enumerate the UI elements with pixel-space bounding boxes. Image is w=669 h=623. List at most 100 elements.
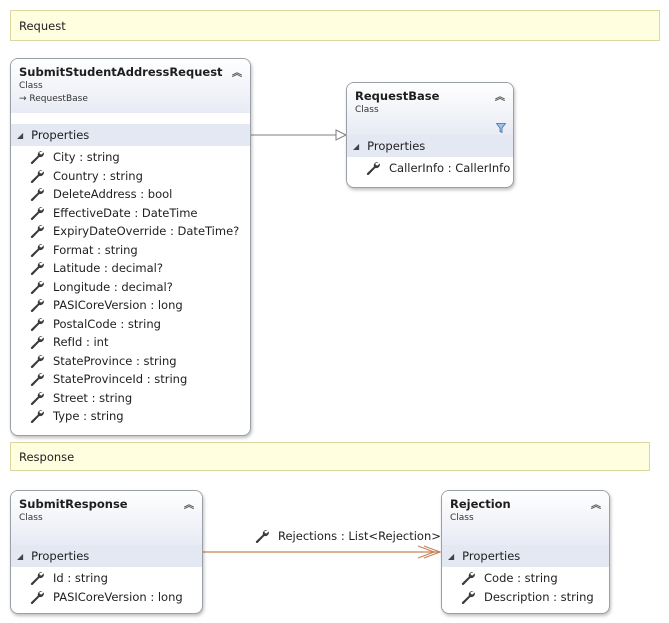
property-member[interactable]: Description : string bbox=[442, 588, 609, 607]
property-member[interactable]: ExpiryDateOverride : DateTime? bbox=[11, 222, 250, 241]
response-section-label: Response bbox=[19, 449, 75, 464]
compartment-label: Properties bbox=[462, 549, 521, 563]
property-member[interactable]: Longitude : decimal? bbox=[11, 278, 250, 297]
property-text: StateProvinceId : string bbox=[53, 372, 188, 387]
response-section-header: Response bbox=[10, 442, 650, 471]
wrench-icon bbox=[30, 225, 44, 239]
wrench-icon bbox=[30, 336, 44, 350]
wrench-icon bbox=[30, 299, 44, 313]
properties-compartment-header[interactable]: ◢ Properties bbox=[442, 545, 609, 567]
property-member[interactable]: PASICoreVersion : long bbox=[11, 588, 202, 607]
property-member[interactable]: Latitude : decimal? bbox=[11, 259, 250, 278]
properties-compartment-header[interactable]: ◢ Properties bbox=[11, 545, 202, 567]
filter-icon[interactable] bbox=[496, 123, 506, 133]
association-arrowhead bbox=[423, 545, 442, 559]
request-section-label: Request bbox=[19, 18, 66, 33]
compartment-label: Properties bbox=[31, 128, 90, 142]
triangle-down-icon[interactable]: ◢ bbox=[17, 130, 24, 140]
wrench-icon bbox=[30, 391, 44, 405]
properties-compartment-header[interactable]: ◢ Properties bbox=[347, 135, 513, 157]
double-chevron-up-icon[interactable]: ︽ bbox=[591, 500, 601, 511]
property-text: CallerInfo : CallerInfo bbox=[389, 161, 511, 176]
double-chevron-up-icon[interactable]: ︽ bbox=[495, 92, 505, 103]
class-header: RequestBase Class ︽ bbox=[347, 83, 513, 135]
triangle-down-icon[interactable]: ◢ bbox=[17, 551, 24, 561]
class-rejection[interactable]: Rejection Class ︽ ◢ Properties Code : st… bbox=[441, 490, 610, 614]
wrench-icon bbox=[30, 206, 44, 220]
wrench-icon bbox=[30, 151, 44, 165]
property-text: Latitude : decimal? bbox=[53, 261, 163, 276]
property-member[interactable]: Format : string bbox=[11, 241, 250, 260]
property-member[interactable]: Country : string bbox=[11, 167, 250, 186]
property-member[interactable]: PostalCode : string bbox=[11, 315, 250, 334]
property-member[interactable]: Type : string bbox=[11, 407, 250, 426]
class-submit-response[interactable]: SubmitResponse Class ︽ ◢ Properties Id :… bbox=[10, 490, 203, 614]
class-submit-student-address-request[interactable]: SubmitStudentAddressRequest Class → Requ… bbox=[10, 58, 251, 436]
wrench-icon bbox=[30, 572, 44, 586]
class-kind: Class bbox=[355, 105, 379, 115]
property-member[interactable]: StateProvince : string bbox=[11, 352, 250, 371]
property-text: PostalCode : string bbox=[53, 316, 161, 331]
class-header: SubmitResponse Class ︽ bbox=[11, 491, 202, 545]
property-member[interactable]: Street : string bbox=[11, 389, 250, 408]
property-member[interactable]: StateProvinceId : string bbox=[11, 370, 250, 389]
wrench-icon bbox=[30, 243, 44, 257]
property-text: RefId : int bbox=[53, 335, 109, 350]
property-text: PASICoreVersion : long bbox=[53, 298, 183, 313]
property-member[interactable]: City : string bbox=[11, 148, 250, 167]
class-request-base[interactable]: RequestBase Class ︽ ◢ Properties CallerI… bbox=[346, 82, 514, 188]
triangle-down-icon[interactable]: ◢ bbox=[448, 551, 455, 561]
wrench-icon bbox=[30, 410, 44, 424]
property-text: Code : string bbox=[484, 571, 558, 586]
wrench-icon bbox=[461, 590, 475, 604]
property-member[interactable]: RefId : int bbox=[11, 333, 250, 352]
properties-compartment-header[interactable]: ◢ Properties bbox=[11, 124, 250, 146]
property-text: PASICoreVersion : long bbox=[53, 589, 183, 604]
class-kind: Class bbox=[450, 513, 474, 523]
inheritance-arrowhead bbox=[335, 129, 348, 141]
property-text: Type : string bbox=[53, 409, 124, 424]
triangle-down-icon[interactable]: ◢ bbox=[353, 141, 360, 151]
double-chevron-up-icon[interactable]: ︽ bbox=[232, 68, 242, 79]
property-member[interactable]: PASICoreVersion : long bbox=[11, 296, 250, 315]
property-text: StateProvince : string bbox=[53, 353, 177, 368]
class-kind: Class bbox=[19, 513, 43, 523]
wrench-icon bbox=[30, 354, 44, 368]
wrench-icon bbox=[30, 317, 44, 331]
property-text: Description : string bbox=[484, 589, 594, 604]
wrench-icon bbox=[255, 530, 269, 543]
request-section-header: Request bbox=[10, 10, 660, 41]
property-text: DeleteAddress : bool bbox=[53, 187, 173, 202]
double-chevron-up-icon[interactable]: ︽ bbox=[184, 500, 194, 511]
compartment-label: Properties bbox=[31, 549, 90, 563]
property-text: Longitude : decimal? bbox=[53, 279, 173, 294]
property-member[interactable]: Code : string bbox=[442, 569, 609, 588]
property-text: City : string bbox=[53, 150, 120, 165]
property-text: Format : string bbox=[53, 242, 138, 257]
property-member[interactable]: CallerInfo : CallerInfo bbox=[347, 159, 513, 178]
wrench-icon bbox=[461, 572, 475, 586]
class-name: SubmitStudentAddressRequest bbox=[19, 65, 223, 79]
property-member[interactable]: Id : string bbox=[11, 569, 202, 588]
class-name: RequestBase bbox=[355, 89, 440, 103]
wrench-icon bbox=[30, 373, 44, 387]
wrench-icon bbox=[30, 262, 44, 276]
wrench-icon bbox=[30, 188, 44, 202]
property-text: Street : string bbox=[53, 390, 133, 405]
wrench-icon bbox=[30, 169, 44, 183]
association-label-rejections[interactable]: Rejections : List<Rejection> bbox=[254, 529, 441, 543]
property-member[interactable]: DeleteAddress : bool bbox=[11, 185, 250, 204]
wrench-icon bbox=[30, 280, 44, 294]
class-base-type: → RequestBase bbox=[19, 94, 88, 104]
property-text: Id : string bbox=[53, 571, 108, 586]
association-label-text: Rejections : List<Rejection> bbox=[278, 529, 441, 543]
compartment-label: Properties bbox=[367, 139, 426, 153]
class-header: SubmitStudentAddressRequest Class → Requ… bbox=[11, 59, 250, 113]
property-text: EffectiveDate : DateTime bbox=[53, 205, 198, 220]
class-name: SubmitResponse bbox=[19, 497, 128, 511]
property-text: Country : string bbox=[53, 168, 143, 183]
property-member[interactable]: EffectiveDate : DateTime bbox=[11, 204, 250, 223]
